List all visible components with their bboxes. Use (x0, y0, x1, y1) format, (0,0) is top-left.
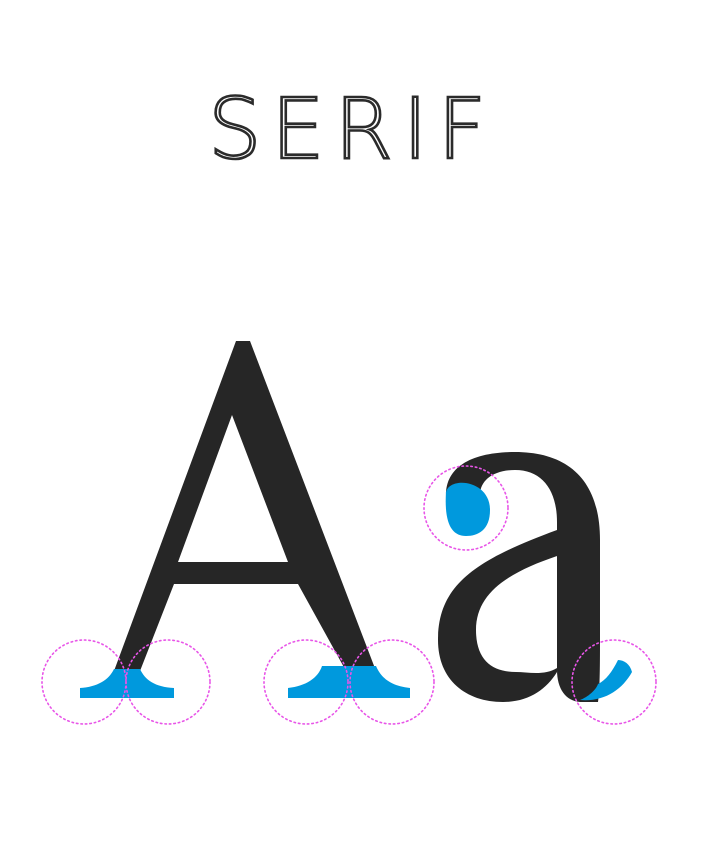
marker-circle-2 (125, 639, 211, 725)
marker-circle-6 (571, 639, 657, 725)
lowercase-a-bowl (438, 452, 600, 702)
marker-circle-4 (349, 639, 435, 725)
marker-circle-5 (423, 465, 509, 551)
lowercase-a-glyph (438, 452, 632, 702)
uppercase-a-glyph (80, 341, 410, 698)
a-ball-terminal (445, 482, 490, 536)
a-tail-serif (580, 660, 632, 701)
page-title: SERIF (208, 80, 496, 178)
marker-circle-3 (263, 639, 349, 725)
a-right-foot-serif (288, 666, 410, 698)
a-left-foot-serif (80, 669, 174, 698)
uppercase-a-shape (114, 341, 376, 671)
serif-markers (41, 465, 657, 725)
